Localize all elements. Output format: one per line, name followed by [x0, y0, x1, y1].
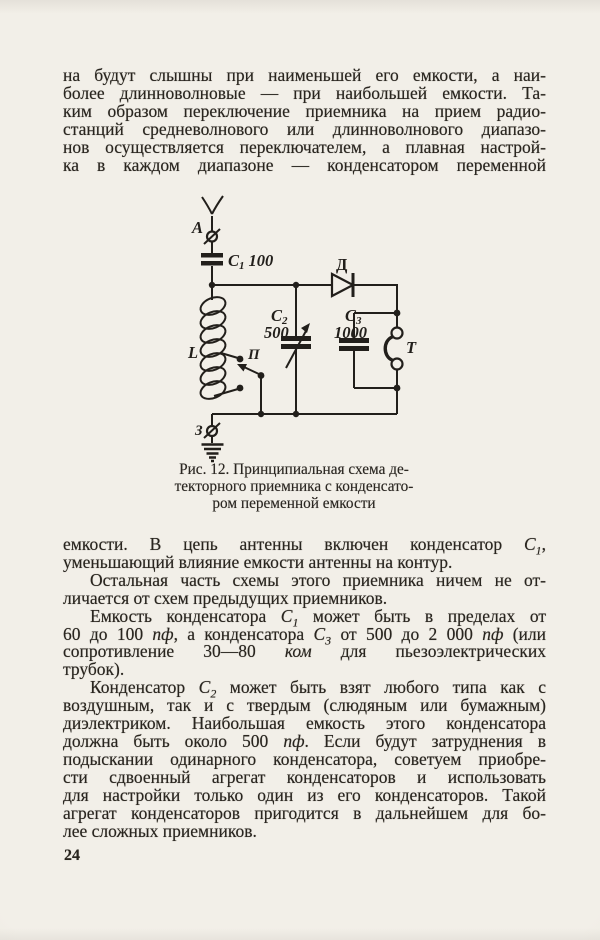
caption-line: Рис. 12. Принципиальная схема де-: [179, 461, 409, 478]
text-line: Конденсатор C2 может быть взят любого ти…: [90, 677, 546, 701]
headphones-icon: [383, 326, 404, 371]
figure-caption: Рис. 12. Принципиальная схема де- тектор…: [134, 461, 454, 513]
capacitor-c3-icon: [339, 338, 369, 351]
label-switch: П: [247, 347, 261, 363]
text-line: лее сложных приемников.: [63, 820, 257, 841]
label-coil: L: [187, 343, 198, 362]
text-line: ка в каждом диапазоне — конденсатором пе…: [63, 154, 546, 175]
text-line: емкости. В цепь антенны включен конденса…: [63, 534, 546, 558]
text-line: для настройки только один из его конденс…: [63, 784, 546, 805]
label-diode: Д: [336, 255, 348, 274]
text-line: ким образом переключение приемника на пр…: [63, 100, 546, 121]
wires: [211, 216, 398, 443]
top-paragraph: на будут слышны при наименьшей его емкос…: [63, 65, 546, 175]
text-line: должна быть около 500 пф. Если будут зат…: [63, 730, 546, 751]
text-line: подыскании одинарного конденсатора, сове…: [63, 748, 546, 769]
coil-icon: [199, 296, 227, 400]
junction-dots: [208, 281, 401, 418]
bottom-paragraphs: емкости. В цепь антенны включен конденса…: [63, 534, 546, 841]
text-line: воздушным, так и с твердым (слюдяным или…: [63, 695, 546, 716]
antenna-icon: [201, 195, 224, 245]
label-ground: З: [194, 423, 203, 439]
text-line: сти сдвоенный агрегат конденсаторов и ис…: [63, 766, 546, 787]
text-line: сопротивление 30—80 ком для пьезоэлектри…: [63, 641, 546, 662]
label-antenna: А: [191, 218, 203, 237]
variable-capacitor-c2-icon: [281, 323, 311, 369]
page-number: 24: [64, 847, 80, 864]
switch-icon: [236, 355, 265, 392]
text-line: станций средневолнового или длинноволнов…: [63, 118, 546, 139]
text-line: трубок).: [63, 659, 125, 680]
ground-icon: [201, 422, 224, 463]
caption-line: текторного приемника с конденсато-: [174, 478, 414, 496]
label-phones: T: [406, 338, 417, 357]
text-line: на будут слышны при наименьшей его емкос…: [63, 65, 546, 85]
caption-line: ром переменной емкости: [212, 495, 376, 513]
text-line: Емкость конденсатора C1 может быть в пре…: [90, 605, 546, 630]
label-c2-value: 500: [264, 323, 289, 342]
capacitor-c1-icon: [201, 253, 223, 266]
text-line: 60 до 100 пф, а конденсатора C3 от 500 д…: [63, 623, 546, 648]
label-c2: C2: [271, 306, 288, 327]
label-c3-value: 1000: [334, 323, 367, 342]
diode-icon: [330, 272, 356, 298]
text-line: агрегат конденсаторов пригодится в дальн…: [63, 802, 546, 823]
text-line: уменьшающий влияние емкости антенны на к…: [63, 551, 453, 572]
text-line: личается от схем предыдущих приемников.: [63, 587, 388, 608]
text-line: более длинноволновые — при наибольшей ем…: [63, 82, 546, 103]
text-line: нов осуществляется переключателем, а пла…: [63, 136, 546, 157]
text-line: Остальная часть схемы этого приемника ни…: [90, 569, 546, 590]
label-c3: C3: [345, 306, 362, 327]
text-line: диэлектриком. Наибольшая емкость этого к…: [63, 713, 546, 734]
